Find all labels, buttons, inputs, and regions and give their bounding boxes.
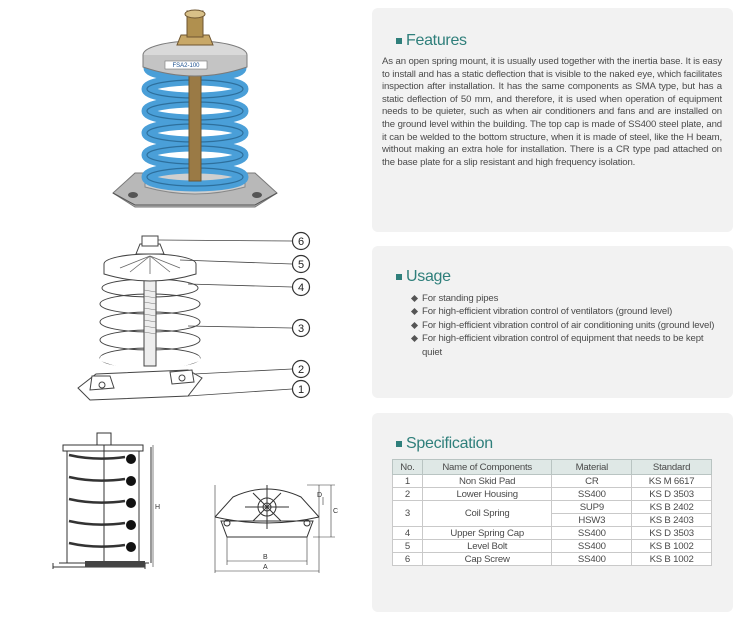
usage-list: For standing pipes For high-efficient vi…	[410, 292, 722, 359]
table-row: 1 Non Skid Pad CR KS M 6617	[392, 474, 712, 488]
svg-text:2: 2	[298, 364, 304, 376]
table-row: HSW3 KS B 2403	[393, 513, 712, 527]
diamond-bullet-icon	[410, 294, 419, 303]
specification-title: Specification	[396, 435, 493, 453]
dim-b-label: B	[263, 554, 268, 561]
callout-5: 5	[291, 254, 311, 274]
title-bullet-icon	[396, 274, 402, 280]
table-row: 4 Upper Spring Cap SS400 KS D 3503	[392, 526, 712, 540]
table-row: 6 Cap Screw SS400 KS B 1002	[392, 552, 712, 566]
svg-text:5: 5	[298, 259, 304, 271]
callout-3: 3	[291, 318, 311, 338]
table-row: 5 Level Bolt SS400 KS B 1002	[392, 539, 712, 553]
table-header-row: No. Name of Components Material Standard	[392, 459, 712, 475]
dim-a-label: A	[263, 564, 268, 571]
features-panel: Features As an open spring mount, it is …	[372, 8, 733, 232]
svg-text:1: 1	[298, 384, 304, 396]
table-row: 2 Lower Housing SS400 KS D 3503	[392, 487, 712, 501]
specification-table: No. Name of Components Material Standard…	[392, 459, 712, 566]
svg-text:6: 6	[298, 236, 304, 248]
dim-d-label: D	[317, 492, 322, 499]
list-item: For high-efficient vibration control of …	[410, 319, 722, 332]
dim-c-label: C	[333, 508, 338, 515]
callout-6: 6	[291, 231, 311, 251]
features-title: Features	[396, 32, 467, 50]
diamond-bullet-icon	[410, 321, 419, 329]
usage-title: Usage	[396, 268, 451, 286]
callout-1: 1	[291, 379, 311, 399]
title-bullet-icon	[396, 441, 402, 447]
specification-panel: Specification No. Name of Components Mat…	[372, 413, 733, 612]
exploded-diagram: 6 5 4 3 2 1	[77, 231, 311, 401]
callout-2: 2	[291, 359, 311, 379]
svg-text:3: 3	[298, 323, 304, 335]
diamond-bullet-icon	[410, 308, 419, 316]
features-text: As an open spring mount, it is usually u…	[382, 56, 722, 168]
svg-text:4: 4	[298, 282, 304, 294]
diamond-bullet-icon	[410, 335, 419, 343]
list-item: For high-efficient vibration control of …	[410, 305, 722, 318]
usage-panel: Usage For standing pipes For high-effici…	[372, 246, 733, 398]
table-row: 3 Coil Spring SUP9 KS B 2402	[392, 500, 712, 527]
list-item: For high-efficient vibration control of …	[410, 332, 722, 359]
list-item: For standing pipes	[410, 292, 722, 305]
header-name: Name of Components	[421, 459, 553, 475]
callout-4: 4	[291, 277, 311, 297]
dim-h-label: H	[155, 504, 160, 511]
header-standard: Standard	[631, 459, 712, 475]
header-material: Material	[551, 459, 633, 475]
product-label: FSA2-100	[172, 63, 200, 69]
header-no: No.	[392, 459, 423, 475]
product-photo: FSA2-100	[112, 9, 278, 208]
title-bullet-icon	[396, 38, 402, 44]
dimension-drawings: H B A C D	[52, 432, 338, 573]
